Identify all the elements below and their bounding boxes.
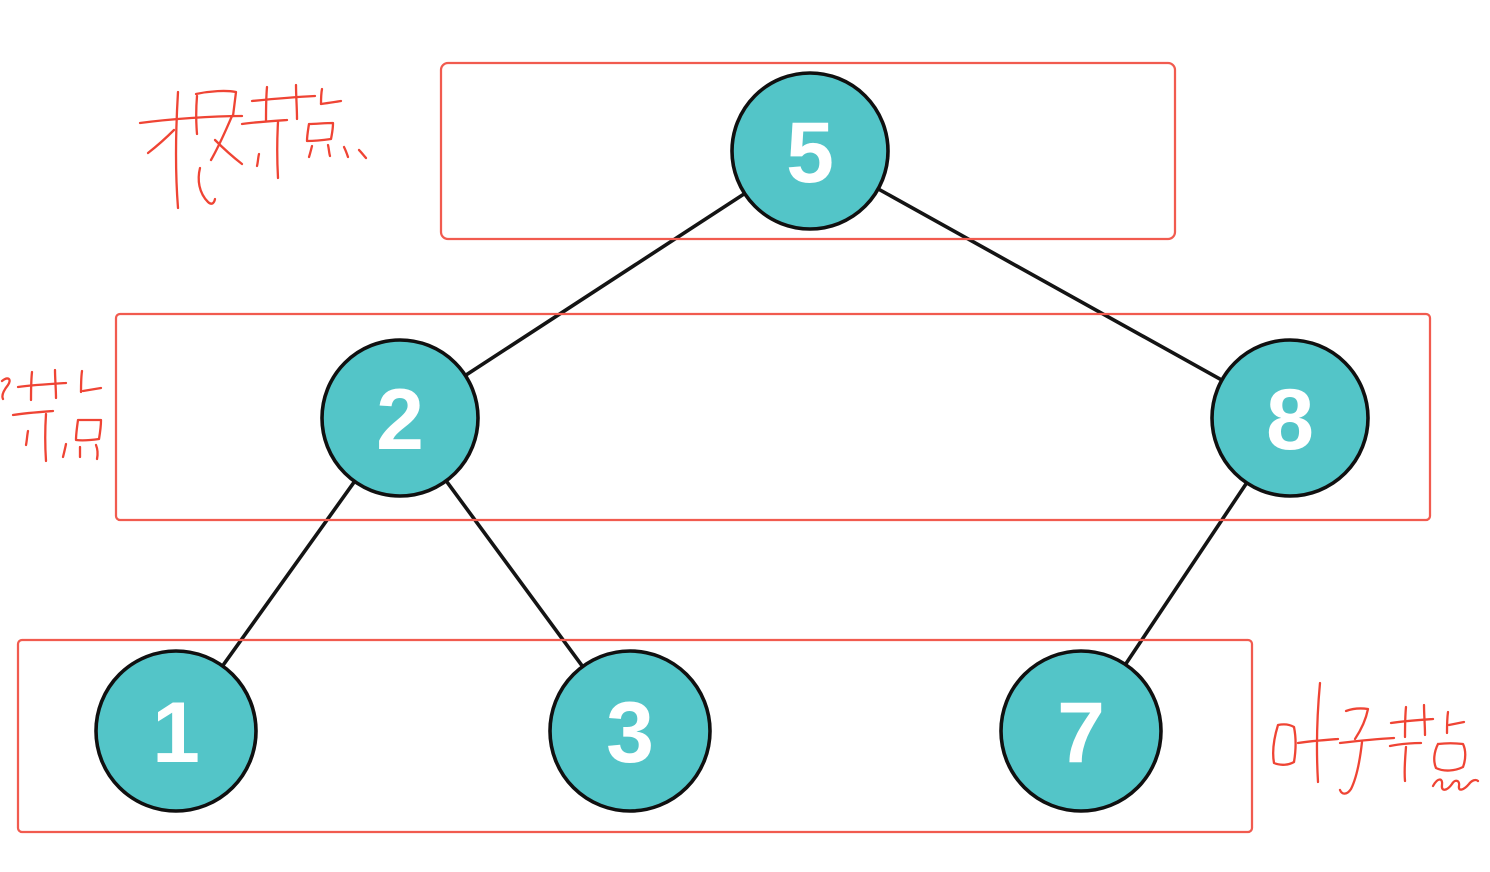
- tree-nodes: 5 2 8 1 3 7: [94, 71, 1370, 813]
- level-boxes: [16, 61, 1432, 834]
- tree-node-5: 5: [730, 71, 890, 231]
- tree-node-7: 7: [999, 649, 1163, 813]
- node-7-circle: [999, 649, 1163, 813]
- annotation-internal-node-label: 节点: [0, 368, 103, 463]
- edge-5-2: [398, 149, 812, 420]
- node-1-value: 1: [152, 685, 200, 781]
- node-8-circle: [1210, 338, 1370, 498]
- tree-node-1: 1: [94, 649, 258, 813]
- node-2-value: 2: [376, 372, 424, 468]
- node-8-value: 8: [1266, 372, 1314, 468]
- annotation-leaf-node-label: 叶子节点: [1272, 681, 1480, 795]
- node-2-circle: [320, 338, 480, 498]
- node-5-value: 5: [786, 105, 834, 201]
- node-7-value: 7: [1057, 685, 1105, 781]
- root-level-box: [439, 61, 1177, 241]
- tree-node-8: 8: [1210, 338, 1370, 498]
- annotation-root-node-label: 根节点: [138, 83, 368, 210]
- node-3-circle: [548, 649, 712, 813]
- leaf-level-box: [16, 638, 1254, 834]
- node-3-value: 3: [606, 685, 654, 781]
- tree-node-3: 3: [548, 649, 712, 813]
- internal-level-box: [114, 312, 1432, 522]
- edge-5-8: [808, 149, 1292, 420]
- node-1-circle: [94, 649, 258, 813]
- node-5-circle: [730, 71, 890, 231]
- tree-node-2: 2: [320, 338, 480, 498]
